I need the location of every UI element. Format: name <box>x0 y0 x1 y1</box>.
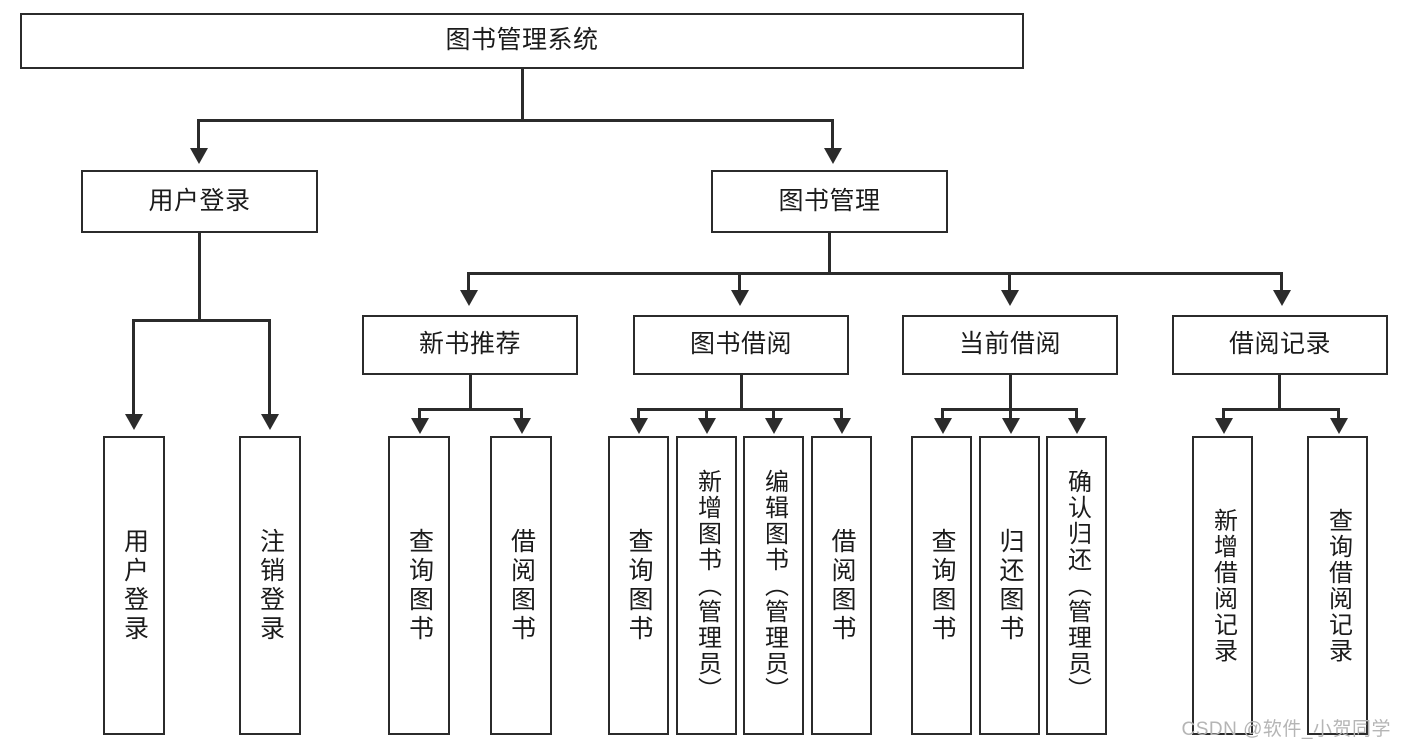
arrowhead-cb-to-leaf-2 <box>1068 418 1086 434</box>
connector-new-book-recommend-bus <box>418 408 523 411</box>
node-label: 图书管理 <box>778 186 881 215</box>
node-leaf-query-book-recommend[interactable]: 查询图书 <box>388 436 450 735</box>
node-label: 查询图书 <box>625 527 653 644</box>
node-label: 图书管理系统 <box>445 26 599 55</box>
connector-level2-bus <box>467 272 1283 275</box>
node-label: 新增借阅记录 <box>1209 507 1237 664</box>
arrowhead-to-book-borrow <box>731 290 749 306</box>
connector-user-login-to-leaf-1 <box>268 319 271 414</box>
node-book-borrow[interactable]: 图书借阅 <box>633 315 849 375</box>
node-label: 编辑图书（管理员） <box>760 468 788 703</box>
node-leaf-borrow-book[interactable]: 借阅图书 <box>811 436 872 735</box>
connector-root-stem <box>521 69 524 119</box>
arrowhead-to-current-borrow <box>1001 290 1019 306</box>
node-label: 借阅记录 <box>1228 330 1331 359</box>
node-label: 注销登录 <box>256 527 285 644</box>
connector-book-borrow-stem <box>740 375 743 408</box>
node-label: 新增图书（管理员） <box>693 468 721 703</box>
arrowhead-nbr-to-leaf-0 <box>411 418 429 434</box>
connector-user-login-stem <box>198 233 201 319</box>
node-root-book-management-system[interactable]: 图书管理系统 <box>20 13 1024 69</box>
connector-to-book-borrow <box>738 272 741 290</box>
connector-to-new-book-recommend <box>467 272 470 290</box>
node-label: 确认归还（管理员） <box>1063 468 1091 703</box>
connector-bb-to-leaf-1 <box>705 408 708 418</box>
node-label: 借阅图书 <box>828 527 856 644</box>
node-current-borrow[interactable]: 当前借阅 <box>902 315 1118 375</box>
node-label: 用户登录 <box>148 186 251 215</box>
arrowhead-bb-to-leaf-1 <box>698 418 716 434</box>
node-leaf-edit-book-admin[interactable]: 编辑图书（管理员） <box>743 436 804 735</box>
node-leaf-query-book-current[interactable]: 查询图书 <box>911 436 972 735</box>
node-label: 查询图书 <box>405 527 434 644</box>
node-leaf-borrow-book-recommend[interactable]: 借阅图书 <box>490 436 552 735</box>
node-label: 归还图书 <box>996 527 1024 644</box>
connector-bb-to-leaf-3 <box>840 408 843 418</box>
connector-root-to-book-management <box>831 119 834 148</box>
node-label: 图书借阅 <box>689 330 792 359</box>
arrowhead-root-to-user-login <box>190 148 208 164</box>
connector-user-login-bus <box>132 319 270 322</box>
connector-bb-to-leaf-2 <box>772 408 775 418</box>
node-leaf-add-borrow-record[interactable]: 新增借阅记录 <box>1192 436 1253 735</box>
arrowhead-cb-to-leaf-1 <box>1002 418 1020 434</box>
arrowhead-bb-to-leaf-0 <box>630 418 648 434</box>
node-leaf-return-book[interactable]: 归还图书 <box>979 436 1040 735</box>
arrowhead-root-to-book-management <box>824 148 842 164</box>
node-user-login[interactable]: 用户登录 <box>81 170 318 233</box>
arrowhead-user-login-to-leaf-1 <box>261 414 279 430</box>
node-leaf-query-book-borrow[interactable]: 查询图书 <box>608 436 669 735</box>
connector-user-login-to-leaf-0 <box>132 319 135 414</box>
connector-nbr-to-leaf-0 <box>418 408 421 418</box>
node-leaf-user-login[interactable]: 用户登录 <box>103 436 165 735</box>
node-label: 用户登录 <box>120 527 149 644</box>
node-leaf-query-borrow-record[interactable]: 查询借阅记录 <box>1307 436 1368 735</box>
node-leaf-confirm-return-admin[interactable]: 确认归还（管理员） <box>1046 436 1107 735</box>
connector-br-to-leaf-0 <box>1222 408 1225 418</box>
node-borrow-record[interactable]: 借阅记录 <box>1172 315 1388 375</box>
arrowhead-br-to-leaf-0 <box>1215 418 1233 434</box>
connector-cb-to-leaf-2 <box>1075 408 1078 418</box>
connector-br-to-leaf-1 <box>1337 408 1340 418</box>
connector-book-borrow-bus <box>637 408 843 411</box>
arrowhead-bb-to-leaf-2 <box>765 418 783 434</box>
node-leaf-add-book-admin[interactable]: 新增图书（管理员） <box>676 436 737 735</box>
connector-cb-to-leaf-0 <box>941 408 944 418</box>
node-label: 查询图书 <box>928 527 956 644</box>
connector-to-borrow-record <box>1280 272 1283 290</box>
arrowhead-br-to-leaf-1 <box>1330 418 1348 434</box>
connector-borrow-record-bus <box>1222 408 1340 411</box>
connector-borrow-record-stem <box>1278 375 1281 408</box>
connector-cb-to-leaf-1 <box>1009 408 1012 418</box>
arrowhead-nbr-to-leaf-1 <box>513 418 531 434</box>
arrowhead-cb-to-leaf-0 <box>934 418 952 434</box>
arrowhead-user-login-to-leaf-0 <box>125 414 143 430</box>
node-label: 借阅图书 <box>507 527 536 644</box>
connector-to-current-borrow <box>1008 272 1011 290</box>
arrowhead-bb-to-leaf-3 <box>833 418 851 434</box>
connector-root-bus <box>197 119 834 122</box>
node-leaf-logout[interactable]: 注销登录 <box>239 436 301 735</box>
node-new-book-recommend[interactable]: 新书推荐 <box>362 315 578 375</box>
node-label: 查询借阅记录 <box>1324 507 1352 664</box>
node-label: 当前借阅 <box>958 330 1061 359</box>
node-book-management[interactable]: 图书管理 <box>711 170 948 233</box>
connector-current-borrow-stem <box>1009 375 1012 408</box>
arrowhead-to-new-book-recommend <box>460 290 478 306</box>
arrowhead-to-borrow-record <box>1273 290 1291 306</box>
connector-bb-to-leaf-0 <box>637 408 640 418</box>
node-label: 新书推荐 <box>418 330 521 359</box>
connector-nbr-to-leaf-1 <box>520 408 523 418</box>
connector-new-book-recommend-stem <box>469 375 472 408</box>
connector-root-to-user-login <box>197 119 200 148</box>
connector-book-management-stem <box>828 233 831 272</box>
